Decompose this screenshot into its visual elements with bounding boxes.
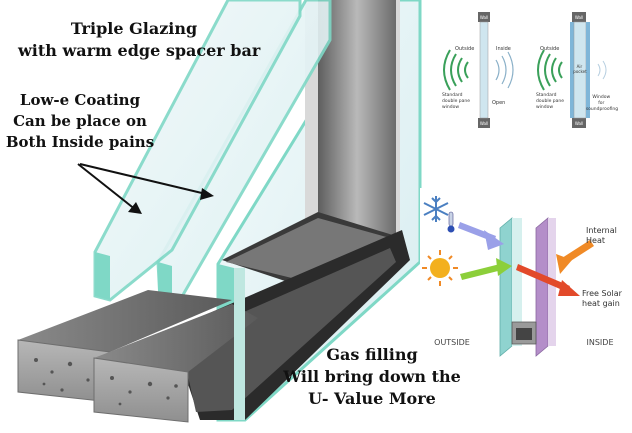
frame-recess-shadow	[318, 0, 396, 236]
snowflake-icon	[423, 196, 449, 222]
svg-text:Standard double pane: Standard double pane window	[536, 92, 565, 110]
outside-label: OUTSIDE	[434, 338, 470, 347]
spacer-bar-right	[93, 304, 258, 423]
thermometer-icon	[447, 211, 455, 233]
solar-arrow-green	[460, 258, 512, 280]
svg-text:Outside: Outside	[455, 46, 474, 52]
svg-text:Wall: Wall	[575, 121, 583, 126]
sun-icon	[422, 250, 458, 286]
lowe-pointer-arrows	[77, 163, 214, 214]
title-label: Triple Glazing with warm edge spacer bar	[18, 19, 261, 60]
lowe-coating-label: Low-e Coating Can be place on Both Insid…	[5, 91, 155, 151]
svg-text:Wall: Wall	[480, 15, 488, 20]
sound-panel-left: Wall Wall Outside Inside Open Standard d…	[442, 12, 514, 128]
internal-heat-label: Internal Heat	[586, 226, 619, 245]
inset-soundproofing: Wall Wall Outside Inside Open Standard d…	[434, 2, 630, 136]
svg-text:Window for sou: Window for soundproofing	[586, 94, 618, 112]
svg-text:Air pocket: Air pocket	[573, 64, 587, 74]
inside-label: INSIDE	[587, 338, 614, 347]
svg-text:Open: Open	[492, 100, 505, 106]
sound-wave-icon	[443, 49, 469, 91]
svg-text:Standard double pane: Standard double pane window	[442, 92, 471, 110]
solar-gain-arrow	[516, 264, 580, 296]
pane-inner	[535, 217, 549, 357]
internal-heat-arrow	[556, 240, 594, 274]
spacer-bar-left	[17, 290, 232, 403]
gas-filling-label: Gas filling Will bring down the U- Value…	[283, 345, 461, 408]
inset-heat-flow: OUTSIDE INSIDE Internal Heat Free Solar …	[420, 188, 630, 357]
svg-text:Inside: Inside	[496, 46, 511, 52]
glass-edge-front	[95, 252, 110, 300]
svg-text:Wall: Wall	[480, 121, 488, 126]
svg-text:Wall: Wall	[575, 15, 583, 20]
pane-outer	[499, 217, 513, 357]
cold-arrow	[458, 222, 504, 250]
glazing-unit	[17, 0, 422, 423]
svg-text:Outside: Outside	[540, 46, 559, 52]
sound-wave-icon	[537, 49, 563, 91]
sound-panel-right: Wall Wall Air pocket Outside Standard do…	[536, 12, 618, 128]
solar-gain-label: Free Solar heat gain	[582, 289, 624, 308]
